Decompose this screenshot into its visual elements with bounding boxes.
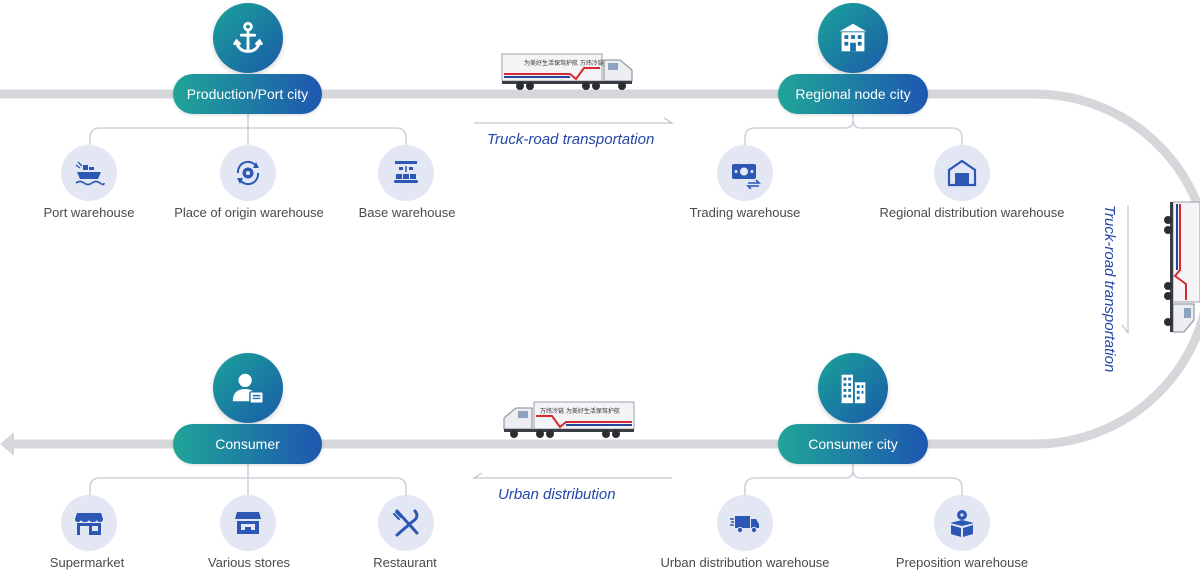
production-connectors [89,114,407,145]
urban-distribution-warehouse-circle [717,495,773,551]
route-label-top: Truck-road transportation [487,131,655,148]
regional-hub-label: Regional node city [778,74,928,114]
trading-warehouse-label: Trading warehouse [689,205,801,220]
box-person-icon [950,510,974,537]
route-arrow-top [474,117,675,124]
regional-hub-circle [818,3,888,73]
route-arrow-right [1121,205,1129,335]
road-arrowhead [0,432,14,456]
store-icon [235,512,261,534]
preposition-warehouse-circle [934,495,990,551]
base-warehouse-circle [378,145,434,201]
urban-distribution-warehouse-label: Urban distribution warehouse [660,555,830,570]
money-icon [732,164,761,189]
utensils-icon [393,509,419,537]
regional-connectors [744,114,963,145]
truck-bottom: 万纬冷链 为美好生活保驾护航 [503,401,635,438]
conveyor-icon [394,161,418,183]
person-card-icon [232,373,264,404]
port-warehouse-label: Port warehouse [43,205,135,220]
production-hub-label: Production/Port city [173,74,322,114]
truck-right [1164,201,1200,333]
regional-distribution-warehouse-label: Regional distribution warehouse [879,205,1065,220]
gear-cycle-icon [236,160,260,186]
consumer-city-hub-circle [818,353,888,423]
anchor-icon [233,21,263,53]
restaurant-circle [378,495,434,551]
trading-warehouse-circle [717,145,773,201]
various-stores-label: Various stores [207,555,291,570]
truck-bottom-text: 万纬冷链 为美好生活保驾护航 [540,407,620,415]
warehouse-icon [947,159,977,187]
origin-warehouse-circle [220,145,276,201]
truck-top: 为美好生活保驾护航 万纬冷链 [501,53,633,90]
consumer-hub-circle [213,353,283,423]
route-label-right: Truck-road transportation [1101,205,1118,373]
port-warehouse-circle [61,145,117,201]
consumer-connectors [89,464,407,495]
ship-icon [75,161,105,186]
route-arrow-bottom [471,472,672,479]
main-road [0,89,1200,449]
truck-top-text: 为美好生活保驾护航 万纬冷链 [524,59,604,67]
production-hub-circle [213,3,283,73]
truck-icon [730,516,759,534]
origin-warehouse-label: Place of origin warehouse [174,205,324,220]
various-stores-circle [220,495,276,551]
supermarket-circle [61,495,117,551]
consumer-hub-label: Consumer [173,424,322,464]
route-label-bottom: Urban distribution [498,486,616,503]
shop-icon [75,513,103,535]
preposition-warehouse-label: Preposition warehouse [895,555,1029,570]
base-warehouse-label: Base warehouse [358,205,456,220]
regional-distribution-warehouse-circle [934,145,990,201]
supermarket-label: Supermarket [49,555,125,570]
building-icon [839,23,867,52]
consumer-city-connectors [744,464,963,495]
skyscraper-icon [841,374,866,404]
restaurant-label: Restaurant [373,555,437,570]
consumer-city-hub-label: Consumer city [778,424,928,464]
